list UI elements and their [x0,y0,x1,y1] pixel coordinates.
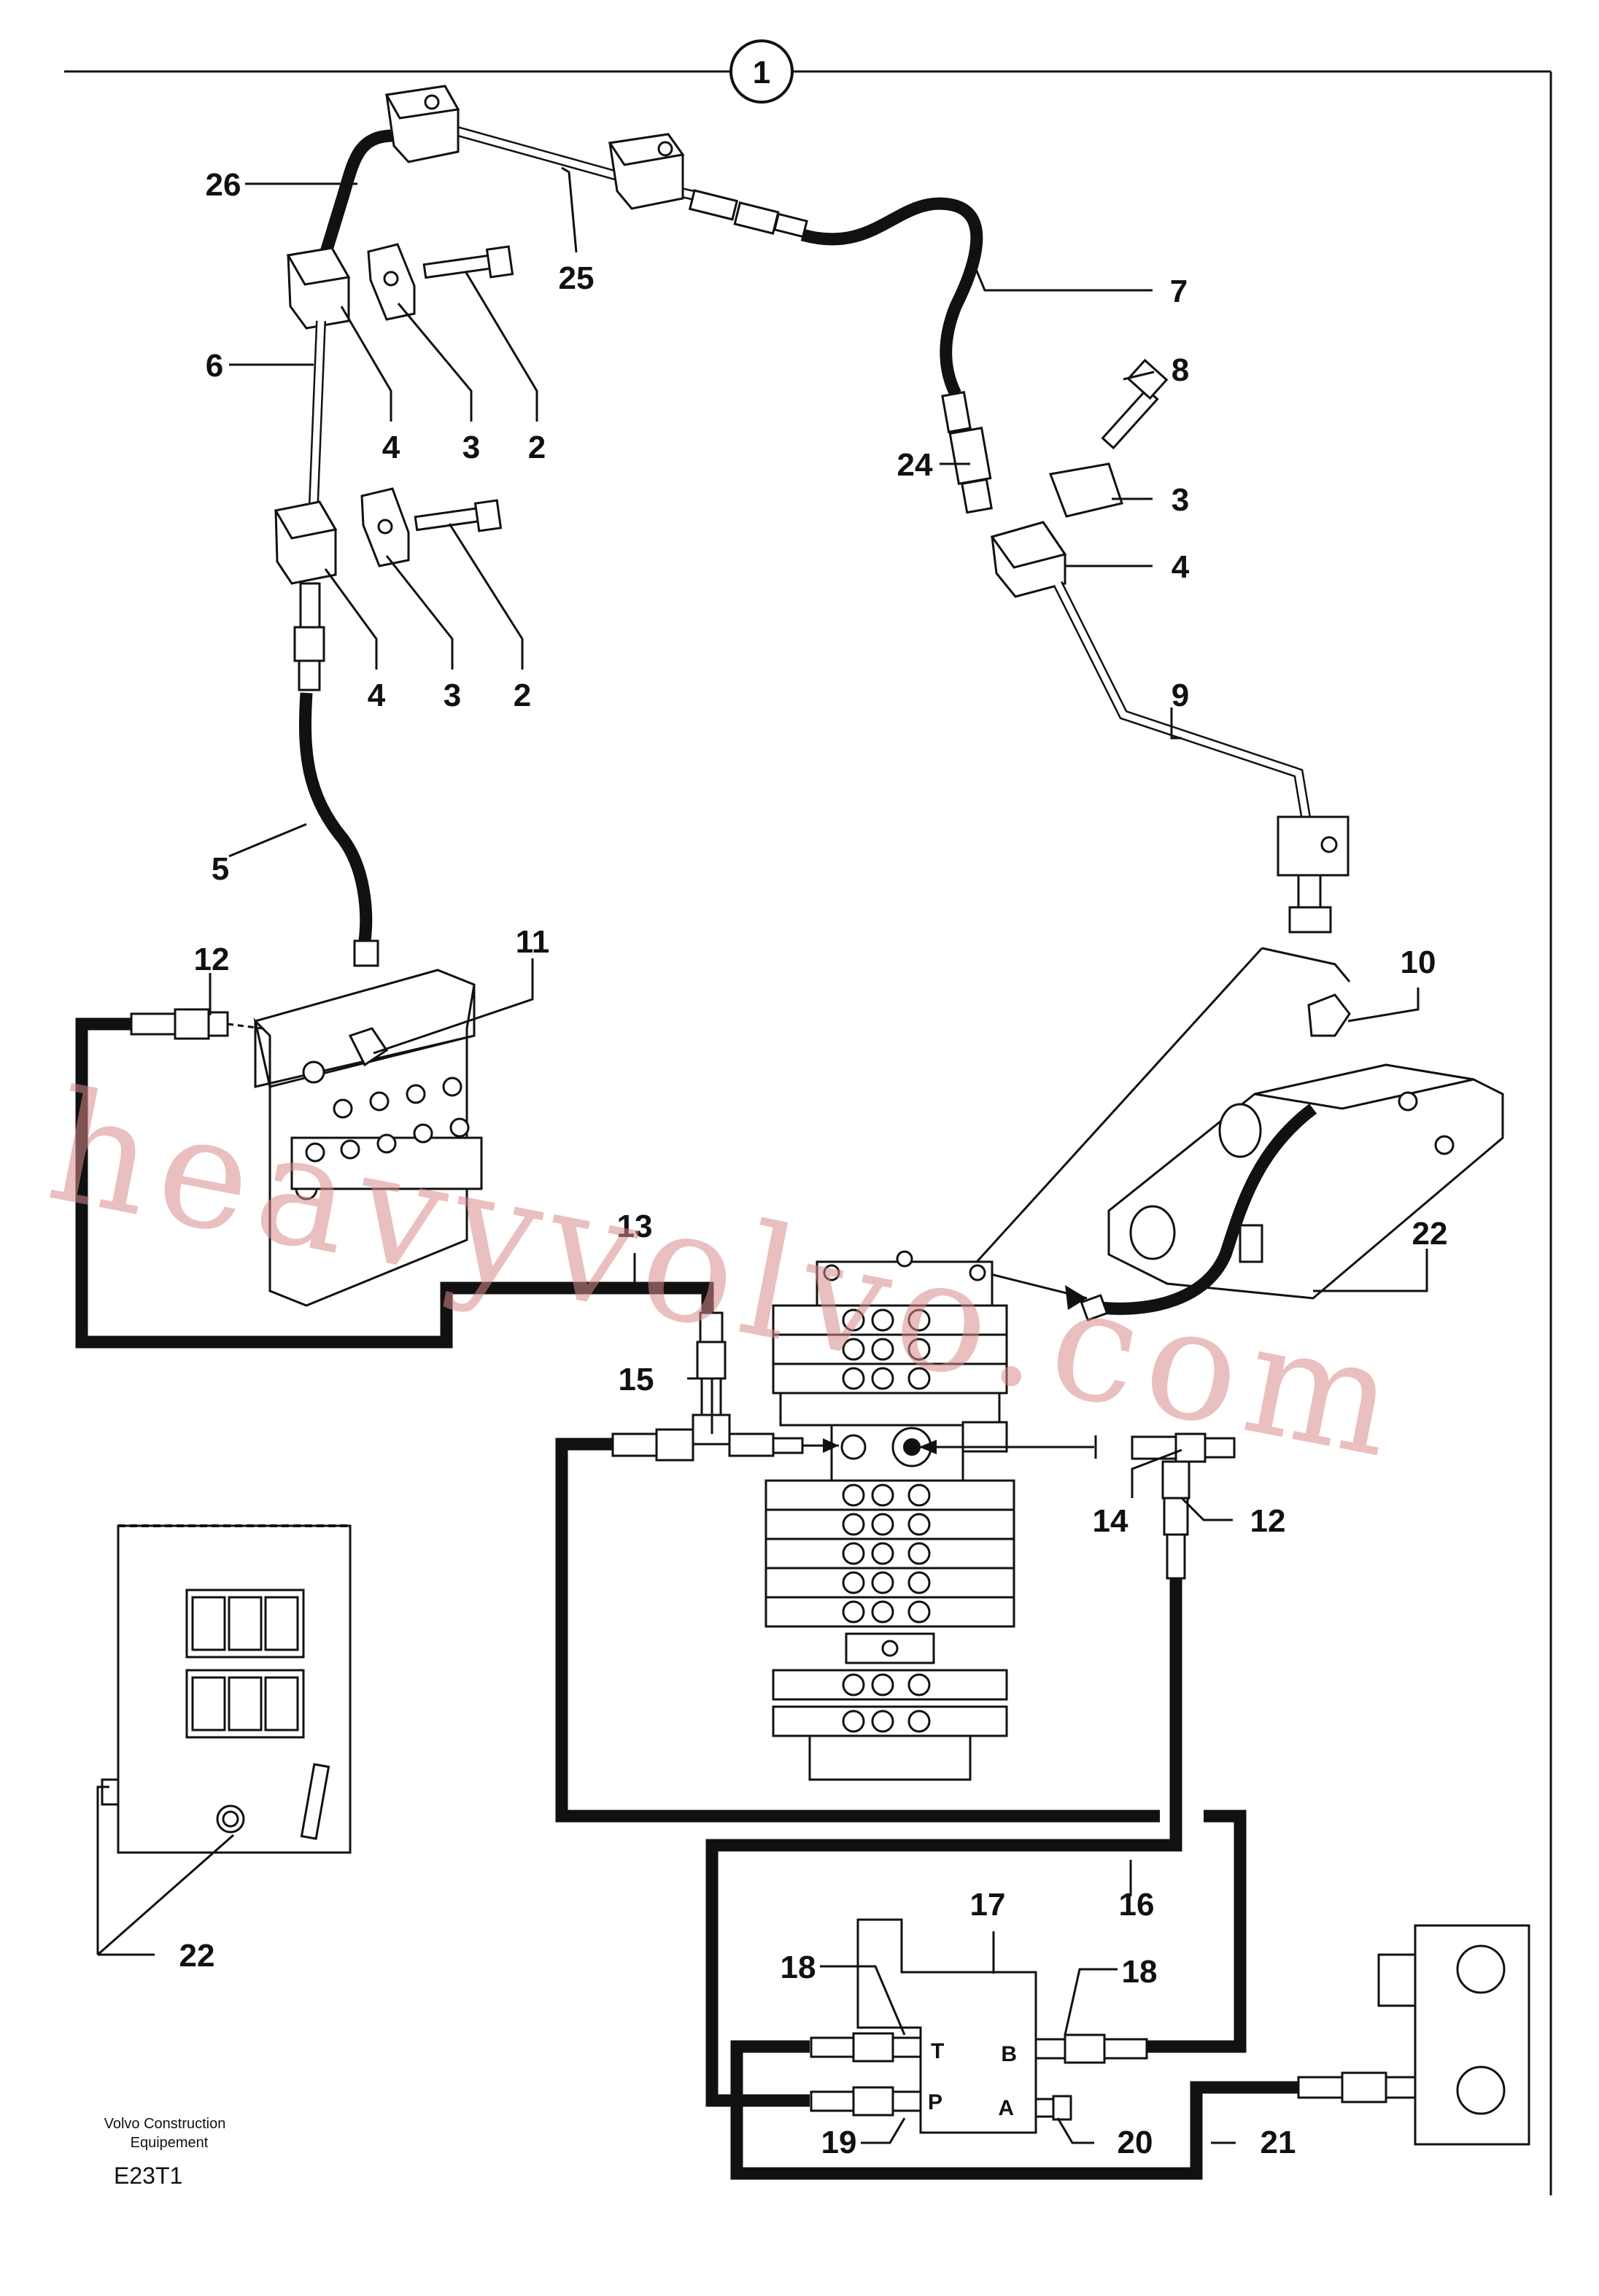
callout-labels: 26 25 7 6 4 3 2 4 3 2 8 24 3 4 9 5 12 11… [179,167,1448,2160]
callout-2: 2 [528,430,546,465]
hose-26 [318,129,395,259]
callout-21: 21 [1261,2125,1296,2160]
footer: Volvo Construction Equipement E23T1 [104,2116,226,2189]
callout-19: 19 [821,2125,857,2160]
callout-25: 25 [559,260,595,296]
brand-line-1: Volvo Construction [104,2116,226,2132]
callout-4: 4 [368,678,386,713]
brand-line-2: Equipement [131,2135,209,2151]
quick-coupler [1107,1063,1504,1300]
return-hose [555,1438,1160,1823]
selector-valve: T P B A [810,1918,1148,2134]
hose-5 [298,692,373,942]
hose-b [1147,1810,1247,2053]
port-b: B [1001,2042,1017,2066]
callout-26: 26 [206,167,241,203]
tee-fitting-14 [919,1432,1236,1580]
view-number: 1 [753,55,770,90]
callout-22: 22 [1412,1216,1448,1252]
callout-17: 17 [970,1887,1006,1923]
callout-14: 14 [1093,1503,1128,1539]
valve-bolts [842,1308,931,1733]
clamp-block [384,85,460,163]
hose-13 [75,1017,714,1349]
coupler-hose [1093,1104,1317,1315]
callout-10: 10 [1401,945,1436,980]
callout-7: 7 [1170,274,1188,309]
view-frame: 1 [64,39,1552,2195]
right-lines [941,358,1351,1310]
attachment-unit [1297,1924,1530,2146]
callout-4: 4 [382,430,400,465]
callout-2: 2 [514,678,531,713]
callout-16: 16 [1119,1887,1155,1923]
callout-12: 12 [194,942,230,977]
upper-lines [318,85,983,397]
hose-16 [705,1578,1182,2107]
hose-21 [730,2040,1298,2180]
port-row [290,1077,483,1190]
callout-18: 18 [1122,1954,1158,1990]
callout-6: 6 [206,348,223,384]
callout-9: 9 [1172,678,1189,713]
callout-3: 3 [1172,482,1189,518]
callout-22: 22 [179,1938,215,1974]
hose-7 [800,197,983,397]
left-lines [274,243,514,967]
callout-3: 3 [444,678,461,713]
switch-panel [101,1524,352,1854]
callout-12: 12 [1250,1503,1286,1539]
callout-18: 18 [781,1950,816,1985]
port-p: P [928,2090,942,2114]
callout-5: 5 [212,851,229,887]
callout-24: 24 [897,447,933,483]
distribution-block [130,969,483,1307]
control-valve [764,1250,1015,1781]
leader-lines [96,166,1428,2144]
callout-4: 4 [1172,549,1190,585]
callout-13: 13 [617,1209,653,1244]
port-a: A [998,2096,1014,2120]
clamp-block [608,133,685,210]
figure-code: E23T1 [114,2163,182,2189]
callout-11: 11 [516,924,550,960]
callout-15: 15 [619,1362,654,1397]
port-t: T [931,2039,944,2063]
callout-3: 3 [462,430,480,465]
callout-20: 20 [1118,2125,1153,2160]
callout-8: 8 [1172,352,1189,388]
hose-fitting [688,189,808,238]
